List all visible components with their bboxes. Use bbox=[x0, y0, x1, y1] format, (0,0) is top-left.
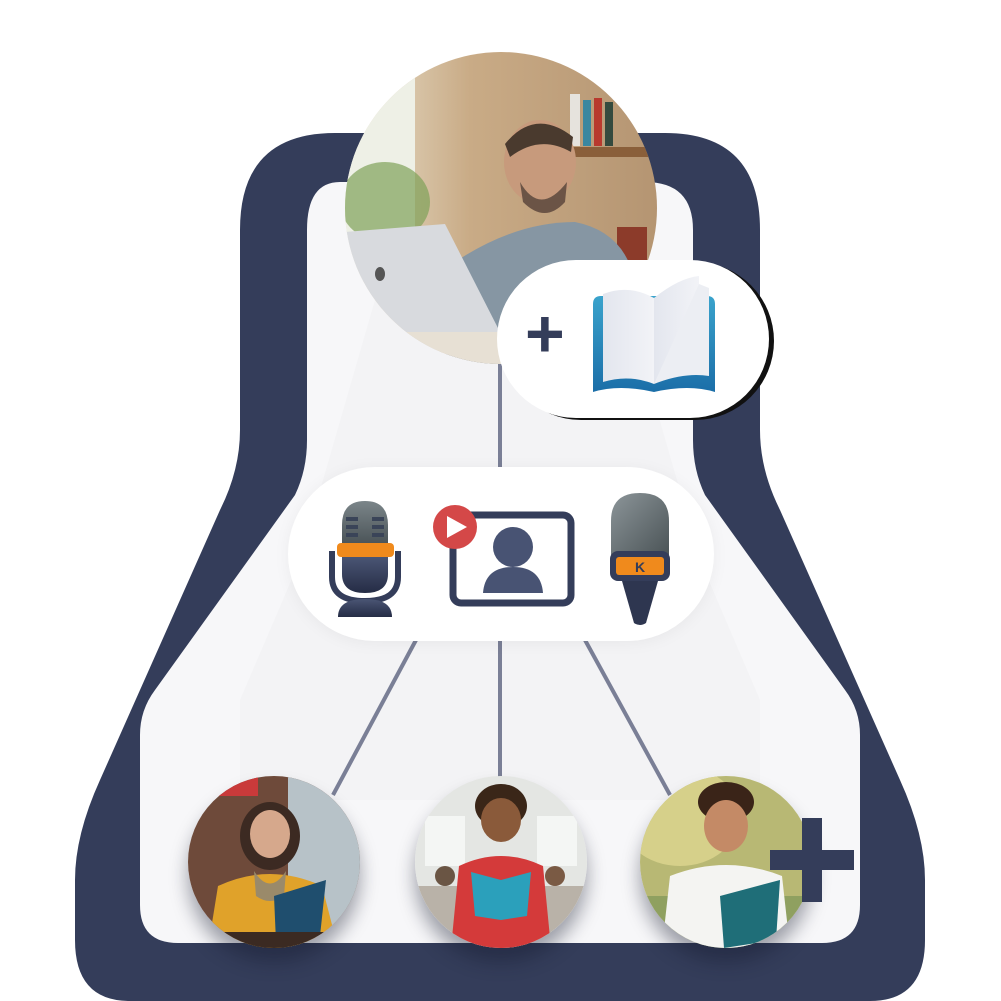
photo-woman-reading-illustration bbox=[188, 776, 360, 948]
podcast-microphone-icon bbox=[329, 501, 401, 617]
connector-media-left bbox=[331, 639, 418, 796]
bottom-photo-woman bbox=[188, 776, 360, 948]
top-badge-pill: + bbox=[497, 260, 769, 418]
media-pill: K bbox=[288, 467, 714, 641]
reporter-microphone-icon: K bbox=[610, 493, 670, 625]
plus-symbol: + bbox=[525, 296, 565, 372]
more-plus-icon: + bbox=[770, 818, 854, 902]
open-book-icon bbox=[593, 276, 715, 392]
svg-text:K: K bbox=[635, 559, 645, 575]
play-icon bbox=[433, 505, 477, 549]
video-call-icon bbox=[433, 505, 575, 607]
photo-child-reading-illustration bbox=[415, 776, 587, 948]
bottom-photo-child bbox=[415, 776, 587, 948]
connector-media-right bbox=[583, 639, 672, 796]
bottom-photo-teen bbox=[640, 776, 812, 948]
photo-teen-reading-illustration bbox=[640, 776, 812, 948]
